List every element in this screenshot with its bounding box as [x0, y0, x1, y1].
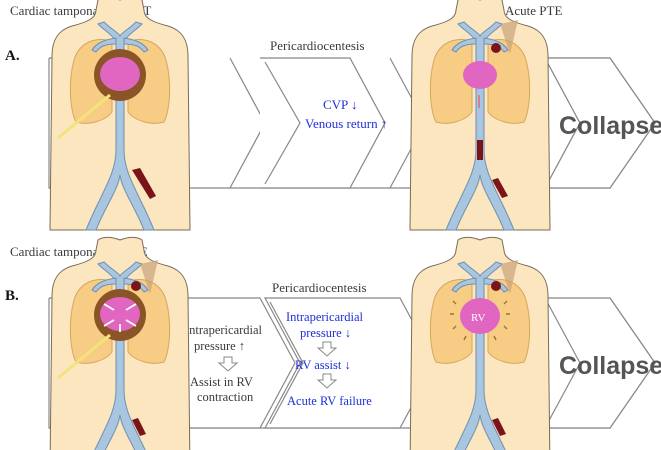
dvt-clot-icon	[132, 168, 156, 199]
panel-a-body-pte	[409, 0, 551, 231]
panel-b-procedure: Pericardiocentesis	[272, 280, 367, 295]
panel-a-outcome: Collapse	[559, 112, 661, 140]
panel-b-pre-line2: pressure ↑	[194, 339, 245, 353]
panel-b-letter: B.	[5, 288, 19, 304]
panel-a: A. Cardiac tamponade + DVT Pericardiocen…	[5, 0, 661, 231]
panel-b: B. Cardiac tamponade + PTE Pericardiocen…	[5, 236, 661, 450]
pulmonary-embolus-icon	[131, 281, 141, 291]
panel-b-pre-line4: contraction	[197, 390, 254, 404]
panel-b-body-tamponade-pte	[49, 236, 191, 450]
panel-b-post-line2: pressure ↓	[300, 326, 351, 340]
lung-infarct-icon	[500, 20, 518, 54]
panel-a-body-tamponade	[49, 0, 191, 231]
panel-a-effect-cvp: CVP ↓	[323, 97, 358, 112]
lung-infarct-icon	[140, 260, 158, 294]
panel-a-collapse-chevron	[543, 57, 656, 189]
panel-b-outcome: Collapse	[559, 352, 661, 380]
panel-b-body-rv-failure: RV	[409, 236, 551, 450]
pulmonary-embolus-icon	[491, 43, 501, 53]
panel-a-procedure: Pericardiocentesis	[270, 38, 365, 53]
panel-b-collapse-chevron	[543, 297, 656, 429]
needle-icon	[57, 93, 111, 140]
pulmonary-embolus-icon	[491, 281, 501, 291]
panel-a-chevron-mid	[260, 57, 386, 189]
needle-icon	[57, 333, 111, 380]
rv-label: RV	[471, 312, 485, 324]
lung-infarct-icon	[500, 260, 518, 294]
panel-b-pre-line1: Intrapericardial	[185, 323, 263, 337]
dvt-clot-icon	[492, 178, 508, 198]
strain-marks-icon	[450, 300, 510, 341]
compression-arrows-icon	[103, 303, 137, 332]
down-arrow-icon	[316, 341, 338, 357]
heart-icon	[100, 57, 140, 91]
dilated-rv-heart-icon	[460, 298, 500, 334]
down-arrow-icon	[316, 373, 338, 389]
panel-a-second-state: Acute PTE	[505, 3, 562, 18]
panel-b-chevron-mid	[263, 297, 436, 429]
dvt-clot-icon	[132, 418, 146, 436]
down-arrow-icon	[217, 356, 239, 372]
heart-icon	[463, 61, 497, 89]
panel-b-pre-line3: Assist in RV	[190, 375, 253, 389]
panel-b-post-line4: Acute RV failure	[287, 394, 372, 408]
panel-a-effect-venous-return: Venous return ↑	[305, 116, 387, 131]
panel-b-post-line1: Intrapericardial	[286, 310, 364, 324]
clot-migration-icon	[477, 140, 483, 160]
dvt-clot-icon	[492, 418, 506, 436]
panel-a-letter: A.	[5, 48, 20, 64]
panel-b-post-line3: RV assist ↓	[295, 358, 351, 372]
